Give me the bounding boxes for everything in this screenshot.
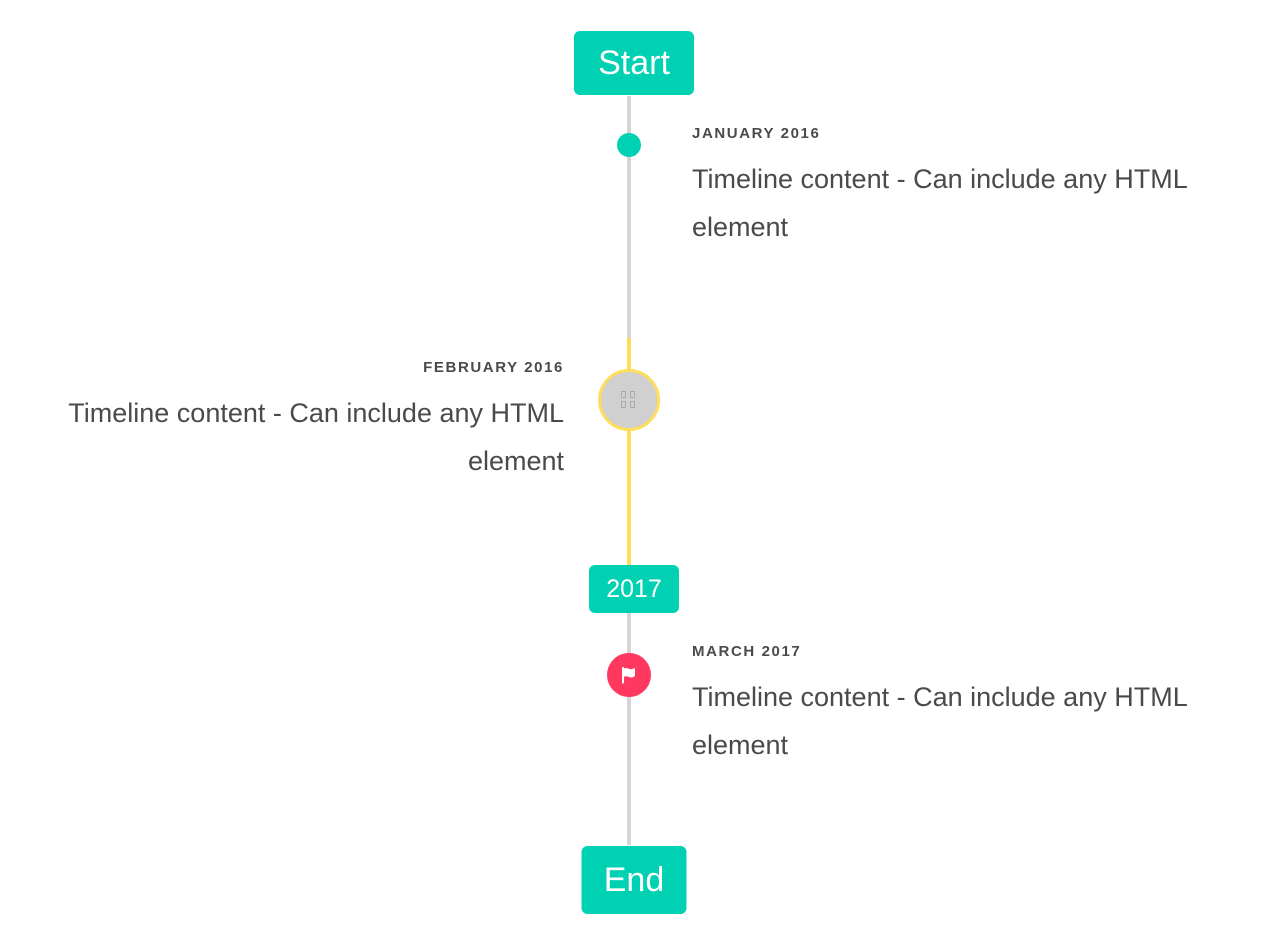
timeline-item-content-side: FEBRUARY 2016 Timeline content - Can inc… [0,360,627,485]
timeline-header-start[interactable]: Start [574,31,694,95]
timeline-content: FEBRUARY 2016 Timeline content - Can inc… [39,360,564,485]
timeline-marker-february-2016[interactable] [598,369,660,431]
timeline-item-january-2016: JANUARY 2016 Timeline content - Can incl… [0,126,1268,251]
timeline-footer-end[interactable]: End [581,846,687,914]
timeline-item-content-side: JANUARY 2016 Timeline content - Can incl… [627,126,1268,251]
timeline-content: MARCH 2017 Timeline content - Can includ… [692,644,1217,769]
timeline-item-march-2017: MARCH 2017 Timeline content - Can includ… [0,644,1268,769]
timeline-item-heading: JANUARY 2016 [692,125,821,142]
timeline-item-february-2016: FEBRUARY 2016 Timeline content - Can inc… [0,360,1268,485]
timeline-rail-segment-gray-bottom [627,613,631,845]
timeline-content: JANUARY 2016 Timeline content - Can incl… [692,126,1217,251]
timeline-item-heading: MARCH 2017 [692,643,802,660]
timeline-item-spacer [0,126,627,251]
timeline-item-spacer [627,360,1268,485]
missing-glyph-icon [621,391,637,409]
timeline-item-content-side: MARCH 2017 Timeline content - Can includ… [627,644,1268,769]
timeline-item-heading: FEBRUARY 2016 [423,359,564,376]
timeline-header-2017[interactable]: 2017 [589,565,679,613]
timeline-marker-march-2017[interactable] [607,653,651,697]
flag-icon [622,666,636,684]
timeline-marker-january-2016[interactable] [617,133,641,157]
timeline-rail-segment-gray-top [627,96,631,338]
timeline-item-body: Timeline content - Can include any HTML … [692,682,1187,761]
timeline-item-spacer [0,644,627,769]
timeline-rail-segment-yellow [627,338,631,565]
timeline-item-body: Timeline content - Can include any HTML … [692,164,1187,243]
timeline-item-body: Timeline content - Can include any HTML … [68,398,564,477]
